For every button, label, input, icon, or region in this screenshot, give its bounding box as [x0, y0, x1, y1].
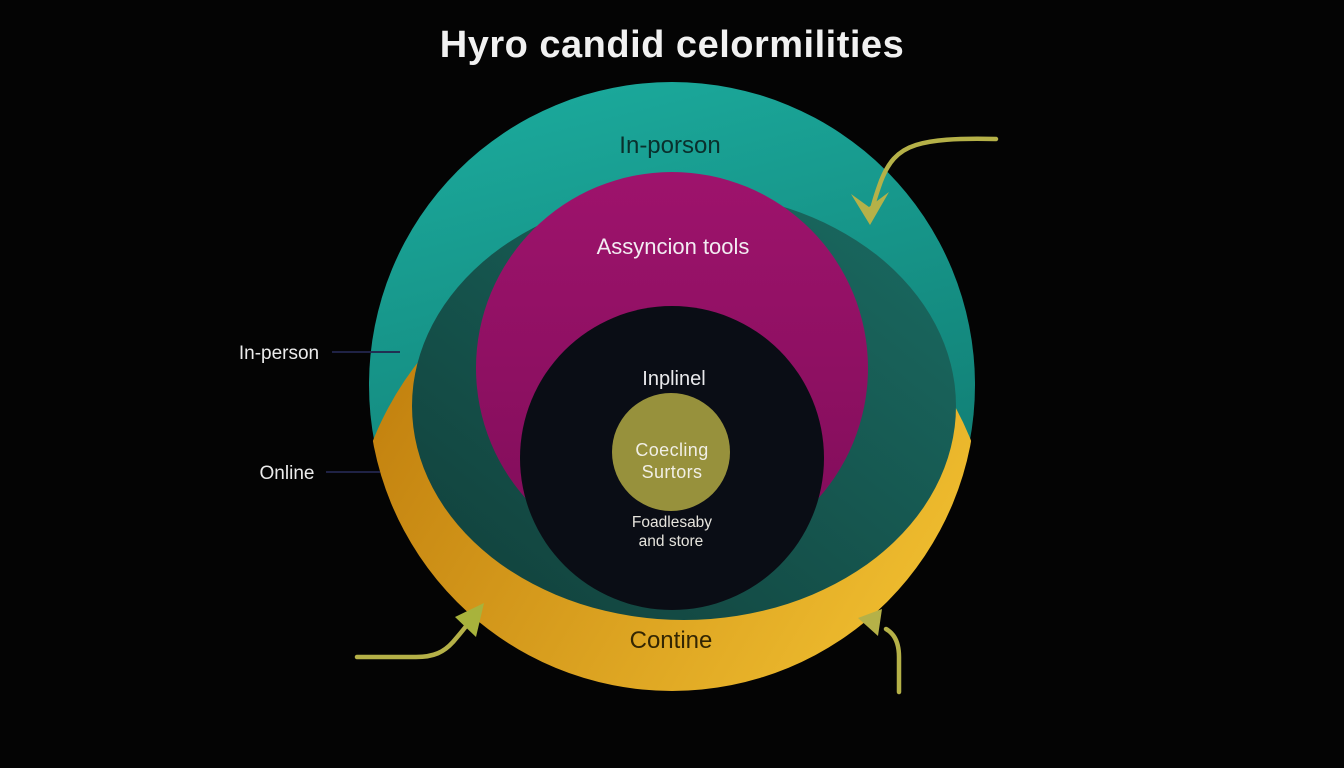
bottom-ring-label: Contine [630, 627, 713, 654]
center-label: Coecling Surtors [635, 440, 708, 482]
center-label-line2: Surtors [642, 462, 703, 482]
third-ring-label: Inplinel [642, 368, 705, 390]
arrow-top-right-head [851, 192, 889, 225]
arrow-bottom-right-head [858, 609, 882, 636]
sub-label-line2: and store [639, 533, 704, 550]
side-label-online: Online [260, 463, 315, 484]
arrow-bottom-left-line [354, 618, 473, 660]
second-ring-label: Assyncion tools [597, 234, 750, 259]
arrow-bottom-left-head [455, 603, 484, 637]
outer-ring-label: In-porson [619, 132, 720, 159]
arrow-top-right-line [869, 136, 999, 213]
arrow-bottom-left [354, 603, 484, 660]
sub-center-label: Foadlesaby and store [632, 514, 712, 550]
center-olive-circle [612, 393, 730, 511]
page-title: Hyro candid celormilities [440, 24, 904, 66]
sub-label-line1: Foadlesaby [632, 514, 712, 531]
arrow-bottom-right-line [883, 626, 902, 695]
arrow-top-right [851, 136, 999, 225]
center-label-line1: Coecling [635, 440, 708, 460]
side-label-in-person: In-person [239, 343, 319, 364]
arrow-bottom-right [858, 609, 902, 695]
